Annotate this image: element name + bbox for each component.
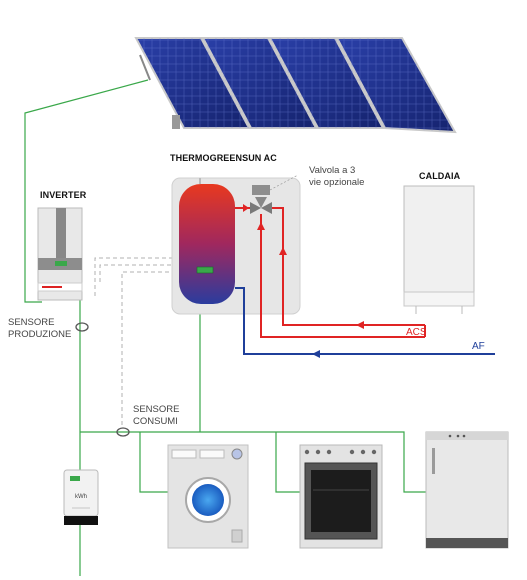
cold-water-label: AF	[472, 341, 485, 352]
valve-label-line2: vie opzionale	[309, 177, 365, 188]
tank-title: THERMOGREENSUN AC	[170, 153, 277, 163]
sensor-consumption-line2: CONSUMI	[133, 416, 178, 427]
sensor-production-line2: PRODUZIONE	[8, 329, 72, 340]
production-sensor-clamp	[75, 322, 89, 332]
energy-meter	[63, 469, 99, 525]
sensor-consumption-line1: SENSORE	[133, 404, 180, 415]
boiler-title: CALDAIA	[419, 171, 461, 181]
hot-pipe-arrows	[243, 204, 364, 329]
solar-panel-4	[335, 37, 457, 134]
solar-panel-3	[268, 37, 385, 129]
valve-label-line1: Valvola a 3	[309, 165, 356, 176]
inverter-title: INVERTER	[40, 190, 87, 200]
tank-controller	[196, 266, 214, 274]
solar-panels	[134, 37, 457, 134]
thermogreensun-tank	[171, 177, 301, 315]
solar-panel-2	[201, 37, 318, 129]
panel-mount	[139, 54, 180, 129]
oven	[299, 444, 383, 549]
electric-lines	[24, 79, 426, 576]
washing-machine	[167, 444, 249, 549]
caldaia-boiler	[403, 185, 475, 314]
hot-water-label: ACS	[406, 327, 427, 338]
three-way-valve	[250, 174, 299, 214]
consumption-sensor-clamp	[116, 427, 130, 437]
cold-pipe-arrows	[312, 350, 320, 358]
inverter	[37, 207, 83, 301]
solar-panel-1	[134, 37, 251, 129]
refrigerator	[425, 431, 509, 549]
sensor-production-line1: SENSORE	[8, 317, 55, 328]
inverter-display	[55, 261, 67, 266]
cold-water-pipes	[235, 287, 495, 355]
meter-unit-label: kWh	[75, 494, 87, 500]
